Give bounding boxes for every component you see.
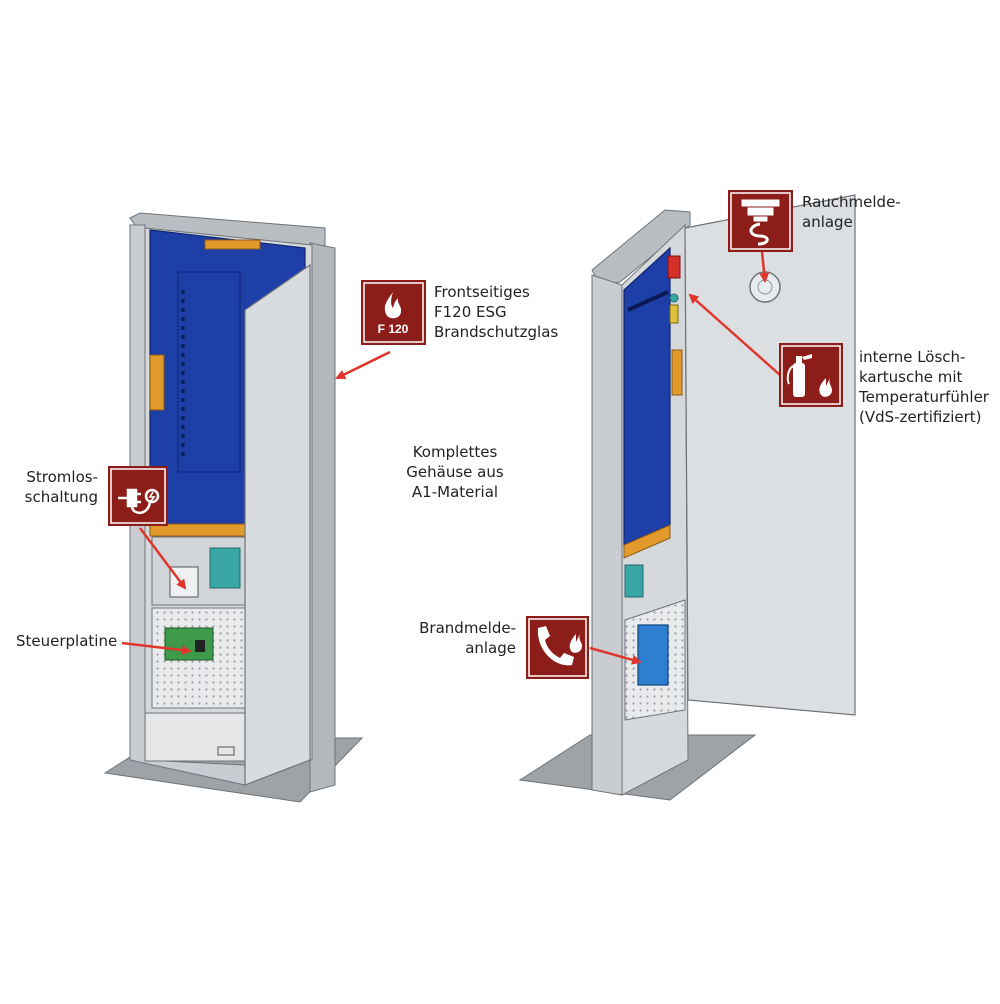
left-plinth [144,712,246,762]
power-plug-icon [118,488,160,514]
left-teal-module [209,547,241,589]
label-frontseitiges: Frontseitiges F120 ESG Brandschutzglas [434,283,559,341]
phone-flame-icon [569,634,582,653]
label-steuerplatine: Steuerplatine [16,632,118,650]
arrow-frontseitiges [335,350,391,380]
emergency-phone-sign [526,616,589,679]
fire-extinguisher-icon [786,354,812,397]
flame-icon [384,292,402,319]
arrow-stromlos [139,527,187,590]
left-control-board [164,627,214,661]
f120-sign-text: F 120 [378,322,409,336]
right-teal-module [624,564,644,598]
f120-sign: F 120 [361,280,426,345]
label-stromlos: Stromlos- schaltung [24,468,98,506]
small-flame-icon [819,378,832,397]
arrow-brandmelde [589,646,642,665]
left-side-wall [309,242,336,793]
right-fire-alarm-module [637,624,669,686]
right-red-cartridge [667,255,681,279]
right-open-door [684,194,856,716]
arrow-steuerplatine [121,641,192,656]
emergency-phone-icon [537,626,574,666]
left-cabinet [103,212,364,803]
label-brandmelde: Brandmelde- anlage [419,619,516,657]
label-loesch: interne Lösch- kartusche mit Temperaturf… [859,348,989,426]
label-komplettes: Komplettes Gehäuse aus A1-Material [406,443,504,501]
right-orange-rail [623,524,671,559]
left-switch-module [169,566,199,598]
left-top-bracket [204,239,261,250]
callout-arrows [121,251,781,665]
right-cabinet [518,194,856,801]
fire-extinguisher-sign [779,343,843,407]
label-rauchmelde: Rauchmelde- anlage [802,193,901,231]
arrow-loesch [688,293,781,376]
smoke-detector-sign [728,190,793,252]
power-plug-sign [108,466,168,526]
left-blue-inner [177,271,241,473]
left-hinge-bracket [149,354,165,411]
arrow-rauchmelde [759,251,770,283]
smoke-detector-icon [741,199,780,246]
left-open-door [244,263,311,786]
right-front-pillar [591,274,623,796]
right-orange-bracket [671,349,683,396]
